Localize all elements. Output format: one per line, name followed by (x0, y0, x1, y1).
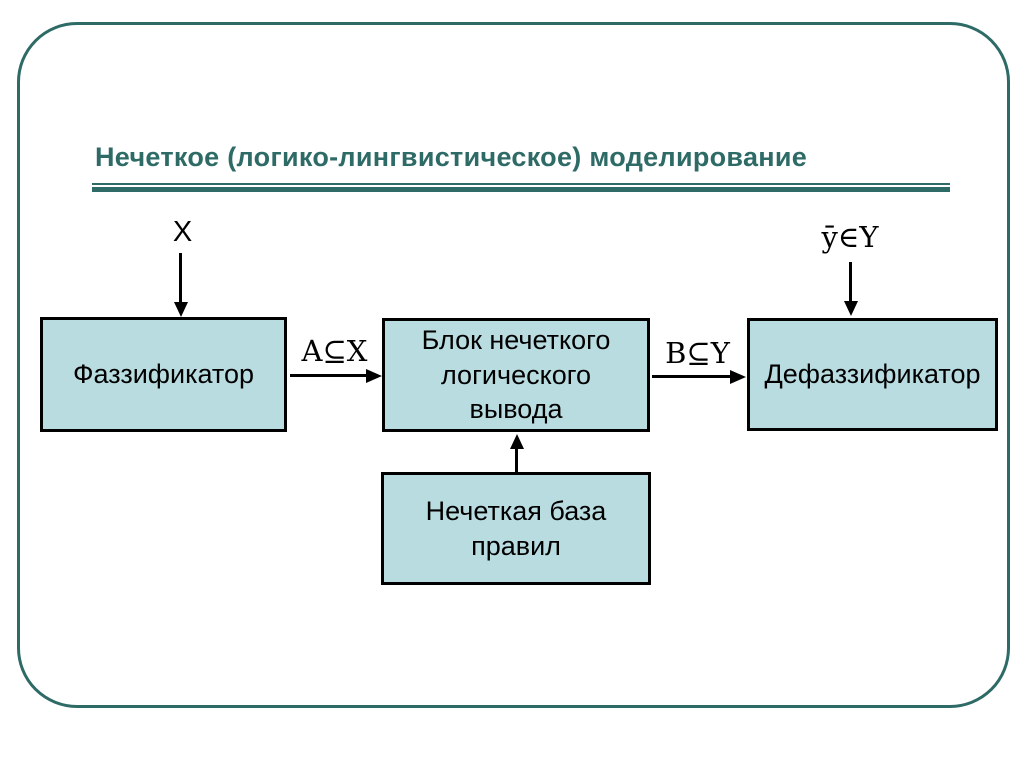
title-underline-thin (92, 183, 950, 185)
b-subset-y-label: B⊆Y (665, 336, 730, 370)
input-x-label: X (172, 216, 193, 248)
a-subset-x-label: A⊆X (301, 334, 368, 368)
fuzzifier-box: Фаззификатор (40, 317, 287, 432)
rule-base-box-label: Нечеткая база правил (425, 495, 607, 561)
defuzzifier-box: Дефаззификатор (747, 318, 998, 431)
title-underline-thick (92, 187, 950, 192)
y-in-y-label: ȳ∈Y (821, 220, 879, 254)
defuzzifier-box-label: Дефаззификатор (764, 359, 981, 390)
inference-block-box: Блок нечеткого логического вывода (382, 318, 650, 432)
rule-base-box: Нечеткая база правил (381, 472, 651, 585)
slide-border-frame (17, 22, 1010, 708)
inference-block-label: Блок нечеткого логического вывода (421, 325, 611, 425)
fuzzifier-box-label: Фаззификатор (73, 359, 254, 390)
slide-title: Нечеткое (логико-лингвистическое) модели… (95, 142, 808, 172)
